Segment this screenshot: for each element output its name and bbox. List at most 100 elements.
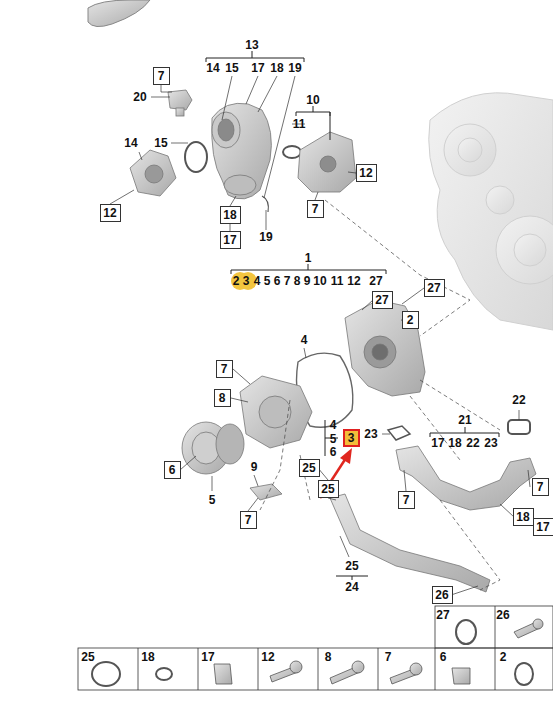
- part-fragment: [88, 0, 150, 27]
- leader-line: [110, 76, 530, 595]
- callout-number: 2: [233, 274, 240, 288]
- callout-number: 10: [313, 274, 326, 288]
- callout-number: 10: [306, 93, 319, 107]
- callout-number: 25: [302, 461, 315, 475]
- callout-box: 27: [424, 279, 445, 297]
- callout-number: 6: [169, 463, 176, 477]
- callout-number: 25: [345, 559, 358, 573]
- callout-box: 25: [318, 480, 339, 498]
- callout-number: 3: [348, 431, 355, 445]
- callout-number: 7: [284, 274, 291, 288]
- callout-box: 7: [532, 478, 549, 496]
- callout-number: 12: [103, 206, 116, 220]
- dashed-assembly-line: [260, 200, 500, 590]
- callout-number: 7: [537, 480, 544, 494]
- callout-number: 24: [345, 580, 358, 594]
- callout-number: 17: [223, 233, 236, 247]
- callout-number: 12: [261, 650, 274, 664]
- callout-box: 12: [100, 204, 121, 222]
- callout-box: 7: [153, 67, 170, 85]
- callout-box: 7: [216, 360, 233, 378]
- callout-number: 19: [288, 61, 301, 75]
- callout-box: 2: [402, 311, 419, 329]
- callout-box: 6: [164, 461, 181, 479]
- callout-box: 7: [240, 511, 257, 529]
- callout-box: 12: [356, 164, 377, 182]
- callout-box: 7: [398, 491, 415, 509]
- callout-number: 5: [330, 432, 337, 446]
- table-icon: [92, 619, 543, 686]
- callout-number: 18: [270, 61, 283, 75]
- callout-number: 7: [221, 362, 228, 376]
- callout-number: 23: [364, 427, 377, 441]
- callout-box: 18: [513, 508, 534, 526]
- callout-number: 8: [325, 650, 332, 664]
- callout-number: 14: [206, 61, 219, 75]
- callout-number: 4: [301, 333, 308, 347]
- callout-number: 6: [274, 274, 281, 288]
- callout-box: 17: [533, 518, 553, 536]
- callout-number: 25: [321, 482, 334, 496]
- callout-number: 8: [219, 391, 226, 405]
- callout-number: 2: [500, 650, 507, 664]
- callout-number: 27: [369, 274, 382, 288]
- callout-number: 21: [458, 413, 471, 427]
- callout-number: 5: [264, 274, 271, 288]
- callout-number: 17: [431, 436, 444, 450]
- callout-number: 15: [154, 136, 167, 150]
- callout-number: 7: [312, 202, 319, 216]
- callout-number: 7: [158, 69, 165, 83]
- callout-number: 19: [259, 230, 272, 244]
- callout-box: 18: [220, 206, 241, 224]
- callout-box: 26: [432, 586, 453, 604]
- engine-background: [429, 93, 553, 330]
- callout-number: 2: [407, 313, 414, 327]
- callout-number: 25: [81, 650, 94, 664]
- parts-table: [78, 606, 553, 690]
- callout-number: 18: [516, 510, 529, 524]
- callout-box: 27: [372, 291, 393, 309]
- highlight-dot: [231, 272, 257, 290]
- callout-number: 20: [133, 90, 146, 104]
- callout-number: 27: [375, 293, 388, 307]
- callout-number: 4: [254, 274, 261, 288]
- callout-number: 11: [293, 117, 306, 131]
- callout-number: 7: [245, 513, 252, 527]
- callout-box: 25: [299, 459, 320, 477]
- group-bracket: [206, 51, 499, 580]
- callout-number: 17: [201, 650, 214, 664]
- callout-number: 5: [209, 493, 216, 507]
- callout-number: 15: [225, 61, 238, 75]
- callout-number: 27: [427, 281, 440, 295]
- callout-box: 8: [214, 389, 231, 407]
- callout-number: 7: [403, 493, 410, 507]
- callout-number: 4: [330, 418, 337, 432]
- callout-number: 6: [330, 445, 337, 459]
- callout-number: 7: [385, 650, 392, 664]
- parts: [130, 90, 536, 592]
- callout-number: 17: [251, 61, 264, 75]
- callout-number: 6: [440, 650, 447, 664]
- callout-number: 26: [435, 588, 448, 602]
- callout-number: 17: [536, 520, 549, 534]
- callout-number: 26: [496, 608, 509, 622]
- callout-number: 12: [359, 166, 372, 180]
- callout-number: 12: [347, 274, 360, 288]
- callout-box: 7: [307, 200, 324, 218]
- callout-box: 3: [343, 429, 360, 447]
- callout-number: 18: [223, 208, 236, 222]
- callout-number: 11: [331, 274, 344, 288]
- callout-number: 9: [251, 460, 258, 474]
- callout-box: 17: [220, 231, 241, 249]
- callout-number: 14: [124, 136, 137, 150]
- callout-number: 18: [448, 436, 461, 450]
- callout-number: 3: [243, 274, 250, 288]
- callout-number: 22: [512, 393, 525, 407]
- callout-number: 18: [141, 650, 154, 664]
- callout-number: 9: [304, 274, 311, 288]
- callout-number: 13: [245, 38, 258, 52]
- callout-number: 27: [436, 608, 449, 622]
- callout-number: 8: [294, 274, 301, 288]
